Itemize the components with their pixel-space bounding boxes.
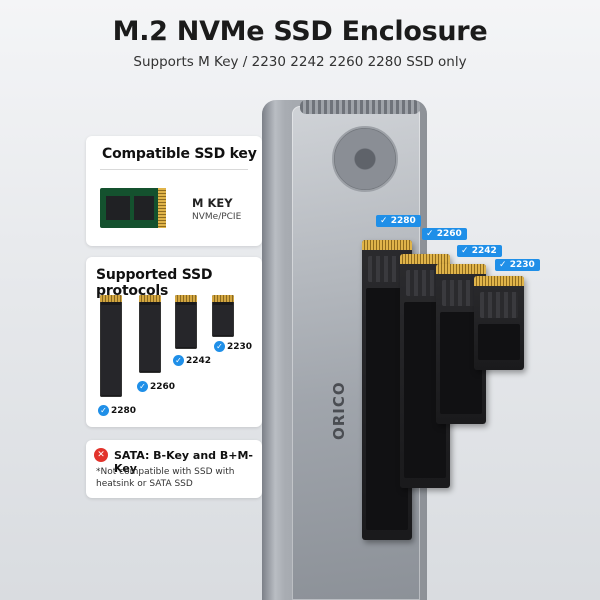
ssd-board-2230	[474, 276, 524, 370]
size-badge-2280: ✓2280	[98, 405, 136, 416]
brand-logo: ORICO	[330, 381, 348, 440]
cooling-fan-icon	[332, 126, 398, 192]
page-title: M.2 NVMe SSD Enclosure	[112, 16, 488, 47]
m-key-label: M KEY	[192, 196, 233, 210]
check-icon: ✓	[98, 405, 109, 416]
ssd-2260-illustration	[139, 295, 161, 373]
check-icon: ✓	[137, 381, 148, 392]
enclosure-vent	[300, 100, 420, 114]
supported-protocols-card: Supported SSD protocols ✓2280 ✓2260 ✓224…	[86, 257, 262, 427]
size-tag-2230: ✓ 2230	[495, 259, 540, 271]
size-tag-2280: ✓ 2280	[376, 215, 421, 227]
cross-icon: ✕	[94, 448, 108, 462]
check-icon: ✓	[214, 341, 225, 352]
ssd-2242-illustration	[175, 295, 197, 349]
compatible-key-heading: Compatible SSD key	[102, 146, 257, 162]
card-divider	[100, 169, 248, 170]
compatible-key-card: Compatible SSD key M KEY NVMe/PCIE	[86, 136, 262, 246]
incompatibility-warning-card: ✕ SATA: B-Key and B+M-Key *Not compatibl…	[86, 440, 262, 498]
size-tag-2242: ✓ 2242	[457, 245, 502, 257]
warning-note: *Not compatible with SSD with heatsink o…	[96, 467, 235, 489]
size-badge-2242: ✓2242	[173, 355, 211, 366]
m-key-ssd-illustration	[100, 188, 166, 228]
size-badge-2230: ✓2230	[214, 341, 252, 352]
size-badge-2260: ✓2260	[137, 381, 175, 392]
nvme-pcie-label: NVMe/PCIE	[192, 212, 242, 222]
size-tag-2260: ✓ 2260	[422, 228, 467, 240]
check-icon: ✓	[173, 355, 184, 366]
warning-title: SATA: B-Key and B+M-Key	[114, 449, 253, 475]
ssd-2230-illustration	[212, 295, 234, 337]
ssd-2280-illustration	[100, 295, 122, 397]
page-subtitle: Supports M Key / 2230 2242 2260 2280 SSD…	[133, 54, 467, 70]
